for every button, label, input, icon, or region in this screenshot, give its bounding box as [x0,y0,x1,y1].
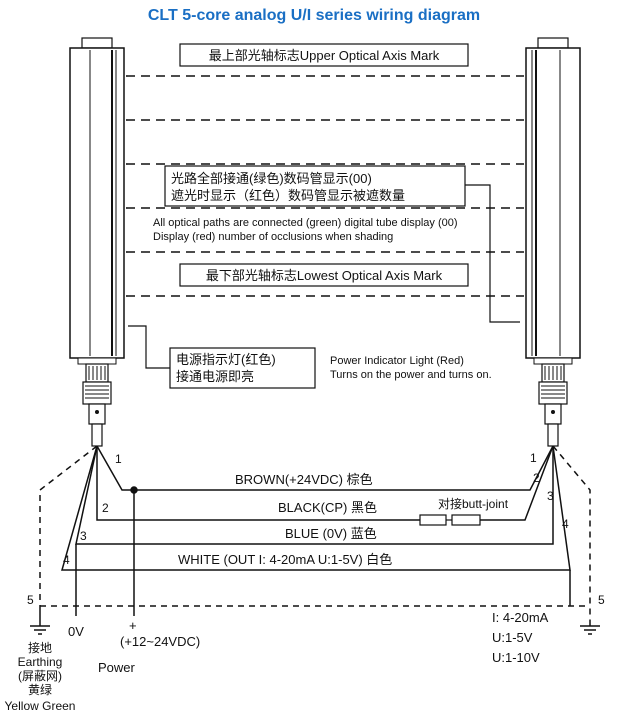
wire-number-right-4: 4 [562,517,569,531]
supply-junction [130,486,138,494]
power-indicator-en-line2: Turns on the power and turns on. [330,369,492,381]
wire-number-left-1: 1 [115,452,122,466]
power-indicator-cn-line1: 电源指示灯(红色) [176,352,276,367]
plus-label: + [129,618,137,633]
output-voltage-label-2: U:1-10V [492,650,540,665]
zero-v-label: 0V [68,624,84,639]
wire-label-blue: BLUE (0V) 蓝色 [285,526,377,541]
wire-number-right-2: 2 [533,471,540,485]
lowest-axis-label: 最下部光轴标志Lowest Optical Axis Mark [206,268,443,283]
output-current-label: I: 4-20mA [492,610,549,625]
wire-number-left-4: 4 [63,553,70,567]
wire-number-left-2: 2 [102,501,109,515]
right-connector [538,363,568,447]
output-voltage-label-1: U:1-5V [492,630,533,645]
wire-label-black: BLACK(CP) 黑色 [278,500,377,515]
right-sensor [525,37,581,365]
power-indicator-en-line1: Power Indicator Light (Red) [330,355,464,367]
power-indicator-box [169,347,316,389]
optical-paths-en-line2: Display (red) number of occlusions when … [153,231,393,243]
optical-paths-cn-line2: 遮光时显示（红色）数码管显示被遮数量 [171,188,405,203]
optical-paths-leader [465,184,520,323]
left-connector [82,363,112,447]
wire-number-right-3: 3 [547,489,554,503]
ground-icon-left [30,606,50,635]
butt-joint-label: 对接butt-joint [438,496,509,511]
wire-label-brown: BROWN(+24VDC) 棕色 [235,472,373,487]
power-indicator-cn-line2: 接通电源即亮 [176,369,254,384]
optical-paths-box [164,165,466,207]
wire-brown [96,445,554,491]
optical-paths-cn-line1: 光路全部接通(绿色)数码管显示(00) [171,171,372,186]
earthing-cn-label: 接地 [28,640,52,655]
power-label: Power [98,660,136,675]
power-indicator-leader [128,325,170,369]
shield-wires [39,445,591,626]
wire-number-right-5: 5 [598,593,605,607]
optical-axis-lines [126,75,524,297]
shield-cn-label: (屏蔽网) [18,669,62,683]
wire-label-white: WHITE (OUT I: 4-20mA U:1-5V) 白色 [178,552,392,567]
wire-blue [75,445,554,545]
wire-black-right [480,445,554,521]
supply-voltage-label: (+12~24VDC) [120,634,200,649]
earthing-en-label: Earthing [18,655,63,669]
ground-icon-right [580,625,600,635]
wire-number-left-3: 3 [80,529,87,543]
wire-white [61,445,571,571]
left-sensor [69,37,125,365]
diagram-title: CLT 5-core analog U/I series wiring diag… [148,7,480,24]
yellow-green-cn-label: 黄绿 [28,682,52,697]
wiring [61,445,571,616]
yellow-green-en-label: Yellow Green [5,699,76,713]
wire-black-left [96,446,420,521]
wire-number-left-5: 5 [27,593,34,607]
lowest-axis-box [179,263,469,287]
optical-paths-en-line1: All optical paths are connected (green) … [153,217,458,229]
upper-axis-box [179,43,469,67]
butt-joint [419,514,481,526]
upper-axis-label: 最上部光轴标志Upper Optical Axis Mark [209,48,440,63]
wire-number-right-1: 1 [530,451,537,465]
